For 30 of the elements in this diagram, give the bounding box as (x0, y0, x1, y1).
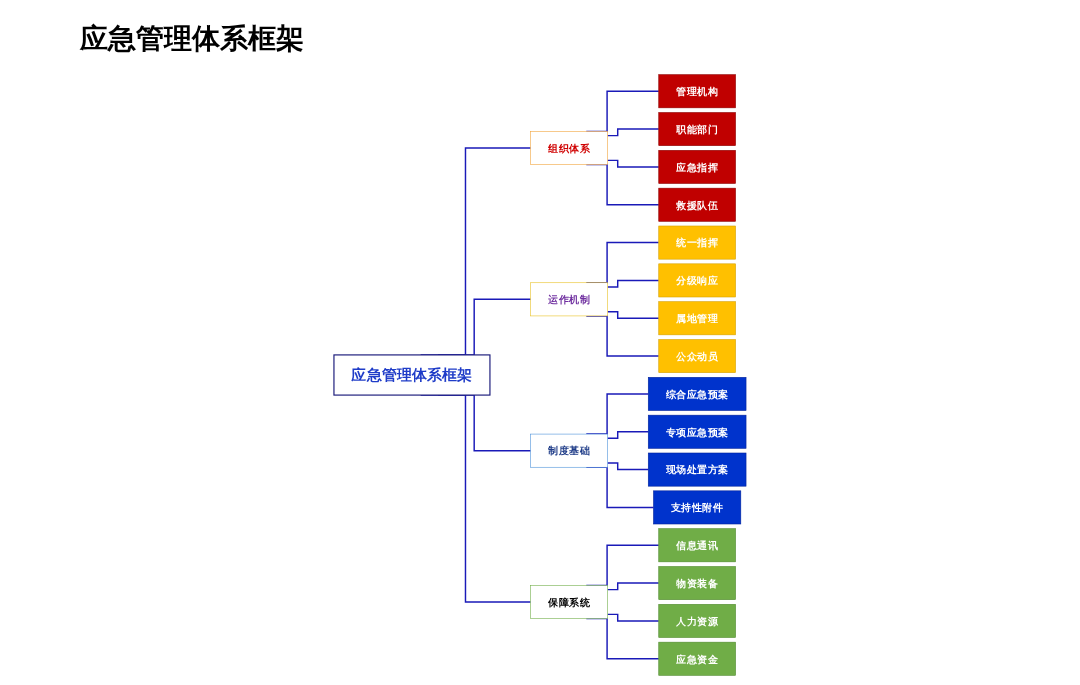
node-box: 物资装备 (658, 566, 736, 600)
node-box: 现场处置方案 (647, 452, 747, 487)
node-box: 统一指挥 (658, 225, 736, 260)
connector (606, 582, 660, 591)
node-box: 应急资金 (658, 641, 736, 676)
node-box: 分级响应 (658, 263, 736, 298)
node-box: 制度基础 (530, 433, 608, 468)
connector (606, 462, 649, 471)
node-box: 人力资源 (658, 604, 736, 638)
node-box: 信息通讯 (658, 528, 736, 563)
connector (606, 128, 660, 137)
connector (606, 279, 660, 288)
node-box: 专项应急预案 (647, 414, 747, 449)
node-box: 应急管理体系框架 (333, 354, 491, 396)
node-box: 支持性附件 (653, 490, 742, 525)
node-box: 运作机制 (530, 282, 608, 317)
node-box: 属地管理 (658, 301, 736, 336)
connector (606, 310, 660, 319)
connector (606, 159, 660, 168)
node-box: 保障系统 (530, 585, 608, 619)
node-box: 应急指挥 (658, 150, 736, 184)
node-box: 救援队伍 (658, 187, 736, 222)
node-box: 组织体系 (530, 131, 608, 165)
node-box: 管理机构 (658, 74, 736, 109)
connector (606, 431, 649, 440)
connector (606, 613, 660, 622)
node-box: 公众动员 (658, 339, 736, 373)
node-box: 综合应急预案 (647, 377, 747, 411)
page-title: 应急管理体系框架 (80, 21, 304, 57)
node-box: 职能部门 (658, 112, 736, 146)
